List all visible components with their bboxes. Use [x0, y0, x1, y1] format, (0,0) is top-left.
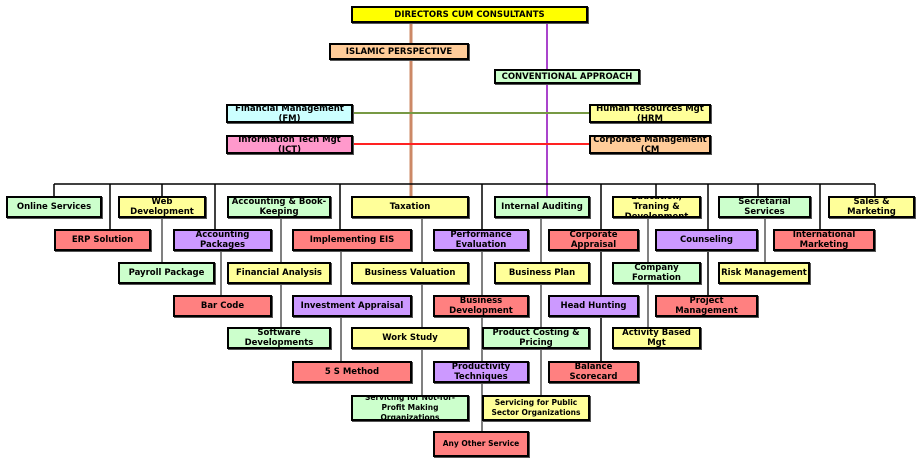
conventional-approach-box: CONVENTIONAL APPROACH [494, 69, 640, 84]
service-project-management: Project Management [655, 295, 758, 317]
service-activity-based-mgt: Activity Based Mgt [612, 327, 701, 349]
service-online-services: Online Services [6, 196, 102, 218]
service-internal-auditing: Internal Auditing [494, 196, 590, 218]
service-erp-solution: ERP Solution [54, 229, 151, 251]
service-education-traning-development: Education, Traning & Development [612, 196, 701, 218]
service-software-developments: Software Developments [227, 327, 331, 349]
service-5-s-method: 5 S Method [292, 361, 412, 383]
service-business-development: Business Development [433, 295, 529, 317]
directors-box: DIRECTORS CUM CONSULTANTS [351, 6, 588, 23]
service-implementing-eis: Implementing EIS [292, 229, 412, 251]
service-performance-evaluation: Performance Evaluation [433, 229, 529, 251]
service-accounting-book-keeping: Accounting & Book-Keeping [227, 196, 331, 218]
service-servicing-for-not-for-profit-making-organizations: Servicing for Not-for-Profit Making Orga… [351, 395, 469, 421]
service-corporate-appraisal: Corporate Appraisal [548, 229, 639, 251]
service-taxation: Taxation [351, 196, 469, 218]
service-any-other-service: Any Other Service [433, 431, 529, 457]
islamic-perspective-box: ISLAMIC PERSPECTIVE [329, 43, 469, 60]
service-business-plan: Business Plan [494, 262, 590, 284]
service-international-marketing: International Marketing [773, 229, 875, 251]
service-bar-code: Bar Code [173, 295, 272, 317]
service-web-development: Web Development [118, 196, 206, 218]
fm-box: Financial Management (FM) [226, 104, 353, 123]
service-sales-marketing: Sales & Marketing [828, 196, 915, 218]
service-company-formation: Company Formation [612, 262, 701, 284]
cm-box: Corporate Management (CM [589, 135, 711, 154]
service-work-study: Work Study [351, 327, 469, 349]
service-head-hunting: Head Hunting [548, 295, 639, 317]
ict-box: Information Tech Mgt (ICT) [226, 135, 353, 154]
service-counseling: Counseling [655, 229, 758, 251]
service-risk-management: Risk Management [718, 262, 810, 284]
service-investment-appraisal: Investment Appraisal [292, 295, 412, 317]
service-secretarial-services: Secretarial Services [718, 196, 811, 218]
service-product-costing-pricing: Product Costing & Pricing [482, 327, 590, 349]
hrm-box: Human Resources Mgt (HRM [589, 104, 711, 123]
service-balance-scorecard: Balance Scorecard [548, 361, 639, 383]
service-productivity-techniques: Productivity Techniques [433, 361, 529, 383]
service-financial-analysis: Financial Analysis [227, 262, 331, 284]
service-business-valuation: Business Valuation [351, 262, 469, 284]
service-accounting-packages: Accounting Packages [173, 229, 272, 251]
service-payroll-package: Payroll Package [118, 262, 215, 284]
service-servicing-for-public-sector-organizations: Servicing for Public Sector Organization… [482, 395, 590, 421]
